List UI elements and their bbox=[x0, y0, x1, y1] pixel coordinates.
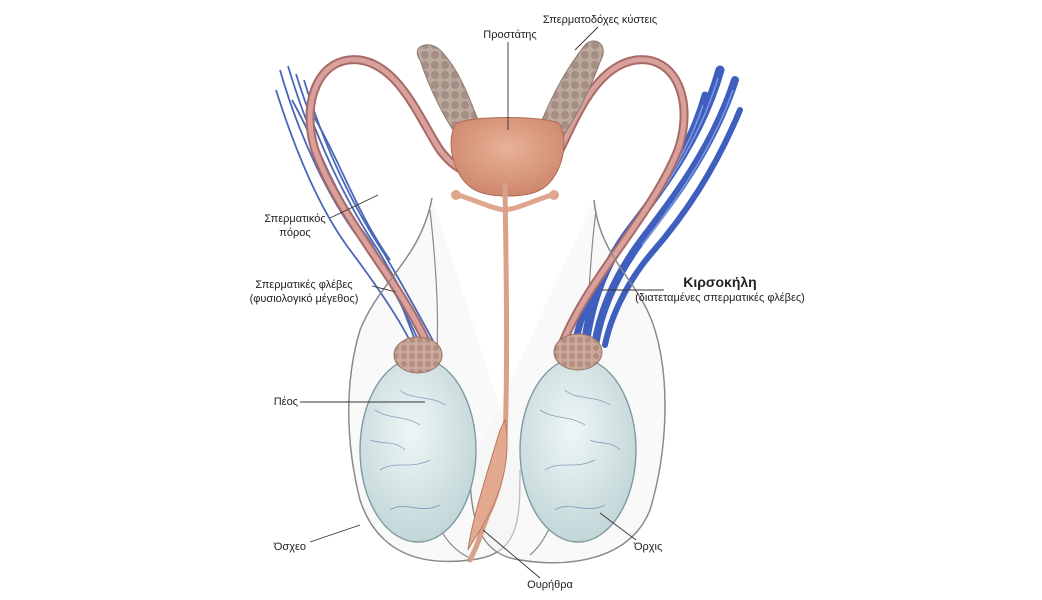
label-vas-deferens-line2: πόρος bbox=[279, 227, 311, 239]
label-vas-deferens-line1: Σπερματικός bbox=[264, 213, 326, 225]
label-normal-veins-line1: Σπερματικές φλέβες bbox=[255, 279, 353, 291]
label-scrotum: Όσχεο bbox=[273, 541, 306, 553]
label-varicocele: Κιρσοκήλη (διατεταμένες σπερματικές φλέβ… bbox=[630, 275, 810, 305]
label-normal-veins: Σπερματικές φλέβες (φυσιολογικό μέγεθος) bbox=[238, 278, 370, 306]
label-prostate: Προστάτης bbox=[483, 29, 537, 41]
label-varicocele-title: Κιρσοκήλη bbox=[683, 274, 757, 290]
label-penis: Πέος bbox=[273, 396, 298, 408]
leader-lines bbox=[300, 26, 664, 579]
label-seminal-vesicles: Σπερματοδόχες κύστεις bbox=[542, 14, 658, 26]
label-normal-veins-line2: (φυσιολογικό μέγεθος) bbox=[249, 293, 359, 305]
label-varicocele-sub: (διατεταμένες σπερματικές φλέβες) bbox=[635, 292, 805, 304]
testis-right bbox=[519, 357, 637, 543]
penis-body bbox=[467, 418, 508, 551]
prostate-gland bbox=[450, 117, 565, 197]
label-vas-deferens: Σπερματικός πόρος bbox=[255, 212, 335, 240]
epididymis-left bbox=[393, 336, 443, 374]
label-urethra: Ουρήθρα bbox=[527, 579, 573, 591]
epididymis-right bbox=[553, 333, 603, 371]
testis-left bbox=[359, 357, 477, 543]
label-testis: Όρχις bbox=[634, 541, 663, 553]
